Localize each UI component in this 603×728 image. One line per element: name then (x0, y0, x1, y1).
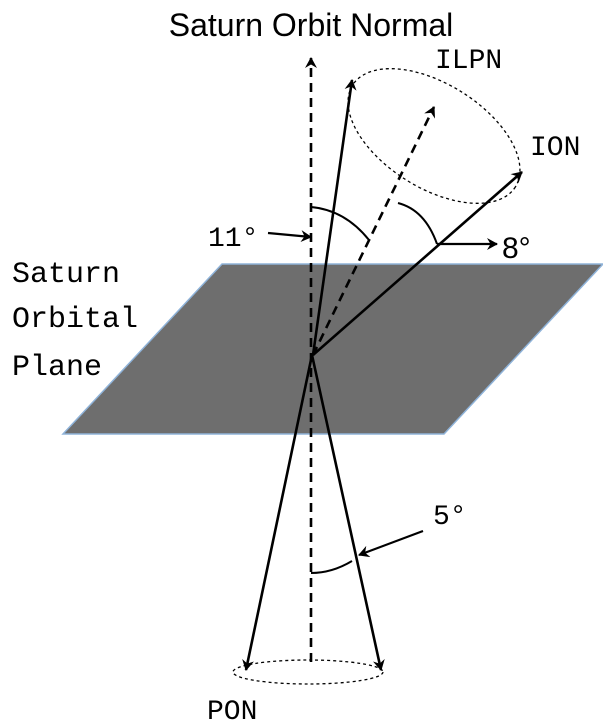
ilpn-arrow (311, 79, 357, 356)
plane-label-line1: Saturn (12, 258, 120, 292)
ilpn-label: ILPN (435, 46, 502, 77)
pon-arrow-right (310, 354, 385, 671)
orbital-plane (61, 263, 603, 435)
ion-label: ION (530, 133, 580, 164)
ion-arrow (312, 171, 523, 356)
angle-arc-5 (310, 560, 353, 574)
lower-cone-ellipse (232, 659, 384, 685)
angle-11-label: 11° (208, 224, 258, 255)
plane-label-line2: Orbital (12, 303, 138, 337)
angle-arc-11 (310, 206, 370, 241)
cone-axis-dashed (311, 106, 436, 356)
plane-label-line3: Plane (12, 351, 102, 385)
pon-label: PON (207, 697, 257, 728)
pointer-arrow-5 (358, 529, 424, 558)
angle-8-label: 8° (502, 232, 531, 265)
pointer-arrow-11 (267, 230, 312, 243)
upper-cone-ellipse (347, 68, 521, 204)
angle-arc-8 (397, 202, 438, 245)
title-label: Saturn Orbit Normal (169, 7, 454, 43)
pon-arrow-left (242, 354, 314, 671)
angle-5-label: 5° (433, 502, 467, 533)
